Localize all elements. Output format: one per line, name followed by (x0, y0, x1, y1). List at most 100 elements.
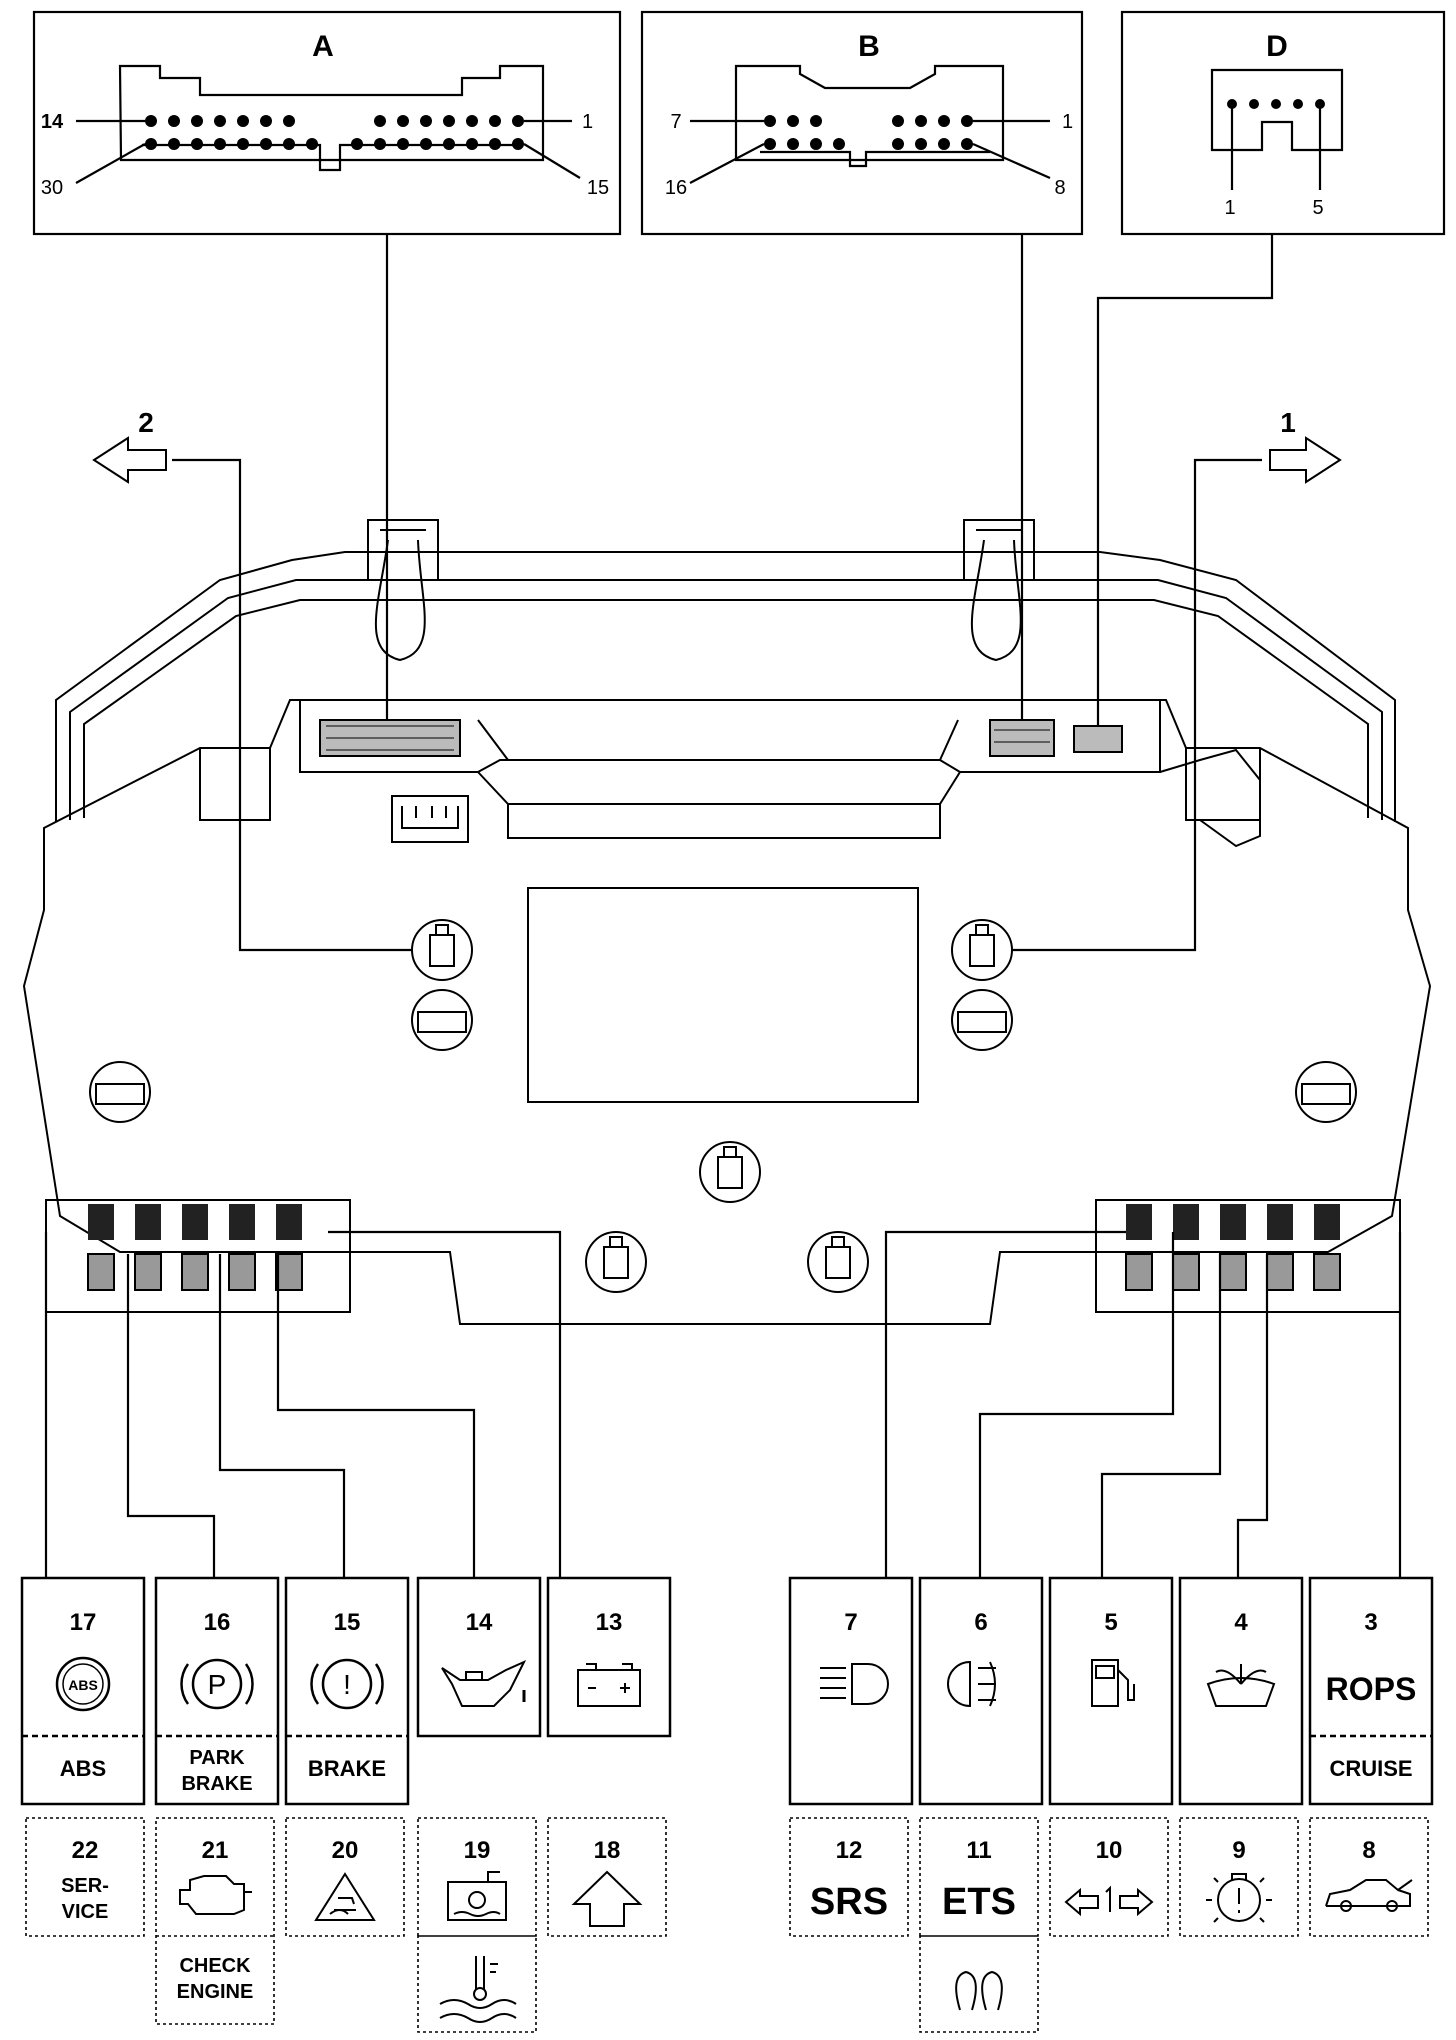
connector-a-socket (319, 719, 461, 757)
indicator-12-number: 12 (836, 1837, 863, 1864)
display-window (527, 887, 919, 1103)
traction-icon (955, 1970, 1003, 2011)
indicator-6: 6 (918, 1576, 1044, 1806)
connector-a-pin-15: 15 (587, 177, 609, 199)
indicator-18-number: 18 (594, 1837, 621, 1864)
headlamp-high-beam-icon (820, 1663, 889, 1705)
up-arrow-icon (571, 1870, 643, 1927)
indicator-leader-lines (44, 1230, 1402, 1578)
indicator-11-number: 11 (966, 1837, 991, 1864)
connector-d-socket (1073, 725, 1123, 753)
indicator-12: 12 SRS (789, 1817, 909, 1937)
connector-b-panel: B 7 1 16 8 (640, 10, 1084, 236)
indicator-4: 4 (1178, 1576, 1304, 1806)
brake-warning-icon-text: ! (343, 1669, 351, 1700)
connector-b-title: B (858, 30, 880, 63)
indicators-top-row: 17 ABS ABS 16 P PARK BRAKE 15 ! BRAKE (20, 1576, 1434, 1806)
indicator-12-text: SRS (810, 1881, 888, 1923)
indicator-5-number: 5 (1104, 1609, 1117, 1636)
connector-d-panel: D 1 5 (1120, 10, 1446, 236)
connector-a-pin-30: 30 (41, 177, 63, 199)
connector-b-pin-7: 7 (670, 111, 681, 133)
indicator-8-number: 8 (1362, 1837, 1375, 1864)
fog-lamp-icon (947, 1660, 996, 1708)
skid-warning-icon (314, 1872, 376, 1921)
indicator-20-number: 20 (332, 1837, 359, 1864)
connector-b-pin-1: 1 (1062, 111, 1073, 133)
indicator-8: 8 (1309, 1817, 1429, 1937)
engine-icon (179, 1875, 252, 1915)
indicator-20: 20 (285, 1817, 405, 1937)
connector-b-pins (764, 115, 973, 150)
parking-brake-icon (191, 1658, 243, 1710)
turn-signal-icon (1064, 1885, 1154, 1917)
connector-d-pins (1227, 99, 1325, 109)
indicator-21-label-line-1: CHECK (179, 1955, 251, 1977)
connector-b-socket (989, 719, 1055, 757)
indicator-13-number: 13 (596, 1609, 623, 1636)
connector-b-pin-8: 8 (1054, 177, 1065, 199)
brake-warning-icon (321, 1658, 373, 1710)
connector-d-title: D (1266, 30, 1288, 63)
indicator-21: 21 CHECK ENGINE (155, 1817, 275, 2025)
indicator-7: 7 (788, 1576, 914, 1806)
oil-can-icon (441, 1659, 527, 1707)
indicator-9: 9 (1179, 1817, 1299, 1937)
connector-a-panel: A 14 1 30 15 (32, 10, 622, 236)
indicator-22: 22 SER- VICE (25, 1817, 145, 1937)
indicator-22-number: 22 (72, 1837, 99, 1864)
indicator-22-label-line-2: VICE (62, 1901, 109, 1923)
indicator-13: 13 (546, 1576, 672, 1738)
abs-icon-text: ABS (68, 1677, 98, 1693)
coolant-temperature-icon (439, 1956, 517, 2023)
connector-a-title: A (312, 30, 334, 63)
indicator-17: 17 ABS ABS (20, 1576, 146, 1806)
indicator-3-text: ROPS (1326, 1671, 1417, 1707)
indicator-3-label: CRUISE (1329, 1756, 1412, 1781)
right-socket-strip (1095, 1199, 1401, 1313)
indicator-3: 3 ROPS CRUISE (1308, 1576, 1434, 1806)
washer-fluid-icon (1206, 1664, 1276, 1707)
indicator-15: 15 ! BRAKE (284, 1576, 410, 1806)
connector-a-pin-1: 1 (582, 111, 593, 133)
connector-a-pins (145, 115, 524, 150)
connector-b-pin-16: 16 (665, 177, 687, 199)
abs-icon (55, 1656, 111, 1712)
indicator-16-label-line-2: BRAKE (181, 1773, 252, 1795)
indicator-21-number: 21 (202, 1837, 229, 1864)
indicator-19-number: 19 (464, 1837, 491, 1864)
arrow-right: 1 (1012, 407, 1342, 952)
coolant-fan-icon (447, 1871, 507, 1921)
indicator-10-number: 10 (1096, 1837, 1123, 1864)
arrow-right-label: 1 (1280, 407, 1296, 438)
indicator-6-number: 6 (974, 1609, 987, 1636)
indicator-21-label-line-2: ENGINE (177, 1981, 254, 2003)
bulb-holders (89, 919, 1357, 1293)
indicator-9-number: 9 (1232, 1837, 1245, 1864)
connector-a-pin-14: 14 (41, 111, 64, 133)
indicator-17-number: 17 (70, 1609, 97, 1636)
parking-brake-icon-text: P (208, 1669, 227, 1700)
indicator-16: 16 P PARK BRAKE (154, 1576, 280, 1806)
indicator-5: 5 (1048, 1576, 1174, 1806)
indicator-18: 18 (547, 1817, 667, 1937)
cluster-housing (22, 519, 1432, 1325)
connector-leader-lines (385, 234, 1274, 730)
battery-icon (577, 1663, 641, 1707)
indicator-14-number: 14 (466, 1609, 493, 1636)
fuel-pump-icon (1091, 1659, 1135, 1707)
open-hatch-icon (1325, 1879, 1413, 1912)
connector-d-pin-1: 1 (1224, 197, 1235, 219)
indicator-3-number: 3 (1364, 1609, 1377, 1636)
bulb-failure-icon (1206, 1873, 1272, 1923)
indicator-10: 10 (1049, 1817, 1169, 1937)
arrow-left-label: 2 (138, 407, 154, 438)
arrow-left: 2 (92, 407, 412, 952)
indicator-7-number: 7 (844, 1609, 857, 1636)
indicator-4-number: 4 (1234, 1609, 1248, 1636)
indicator-15-number: 15 (334, 1609, 361, 1636)
left-socket-strip (45, 1199, 351, 1313)
indicator-16-label-line-1: PARK (189, 1747, 245, 1769)
indicator-17-label: ABS (60, 1756, 106, 1781)
